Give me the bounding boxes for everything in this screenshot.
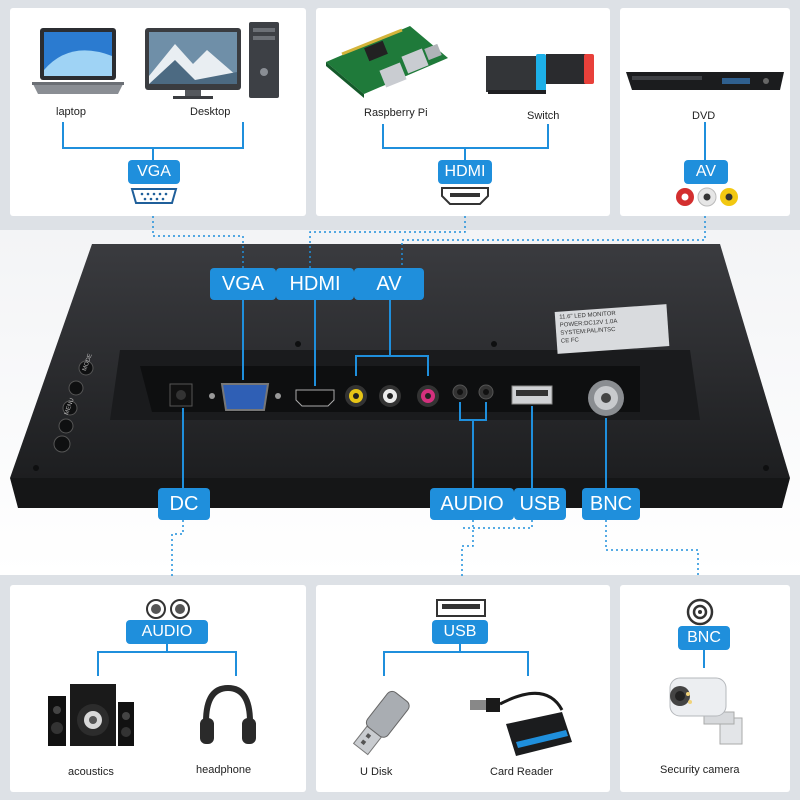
monitor-bnc-label: BNC xyxy=(582,488,640,520)
device-label-acoustics: acoustics xyxy=(68,766,114,778)
device-label-laptop: laptop xyxy=(56,106,86,118)
audio-card xyxy=(10,585,306,792)
device-label-headphone: headphone xyxy=(196,764,252,776)
monitor-usb-label: USB xyxy=(514,488,566,520)
monitor-audio-label: AUDIO xyxy=(430,488,514,520)
device-label-security-camera: Security camera xyxy=(660,764,740,776)
device-label-raspberry-pi: Raspberry Pi xyxy=(364,107,428,119)
usb-badge: USB xyxy=(432,620,488,644)
device-label-dvd: DVD xyxy=(692,110,716,122)
audio-badge: AUDIO xyxy=(126,620,208,644)
vga-badge: VGA xyxy=(128,160,180,184)
hdmi-badge: HDMI xyxy=(438,160,492,184)
monitor-hdmi-label: HDMI xyxy=(276,268,354,300)
device-label-card-reader: Card Reader xyxy=(490,766,553,778)
bnc-badge: BNC xyxy=(678,626,730,650)
usb-card xyxy=(316,585,610,792)
device-label-switch: Switch xyxy=(527,110,560,122)
device-label-u-disk: U Disk xyxy=(360,766,393,778)
monitor-dc-label: DC xyxy=(158,488,210,520)
av-badge: AV xyxy=(684,160,728,184)
monitor-vga-label: VGA xyxy=(210,268,276,300)
monitor-av-label: AV xyxy=(354,268,424,300)
device-label-desktop: Desktop xyxy=(190,106,231,118)
